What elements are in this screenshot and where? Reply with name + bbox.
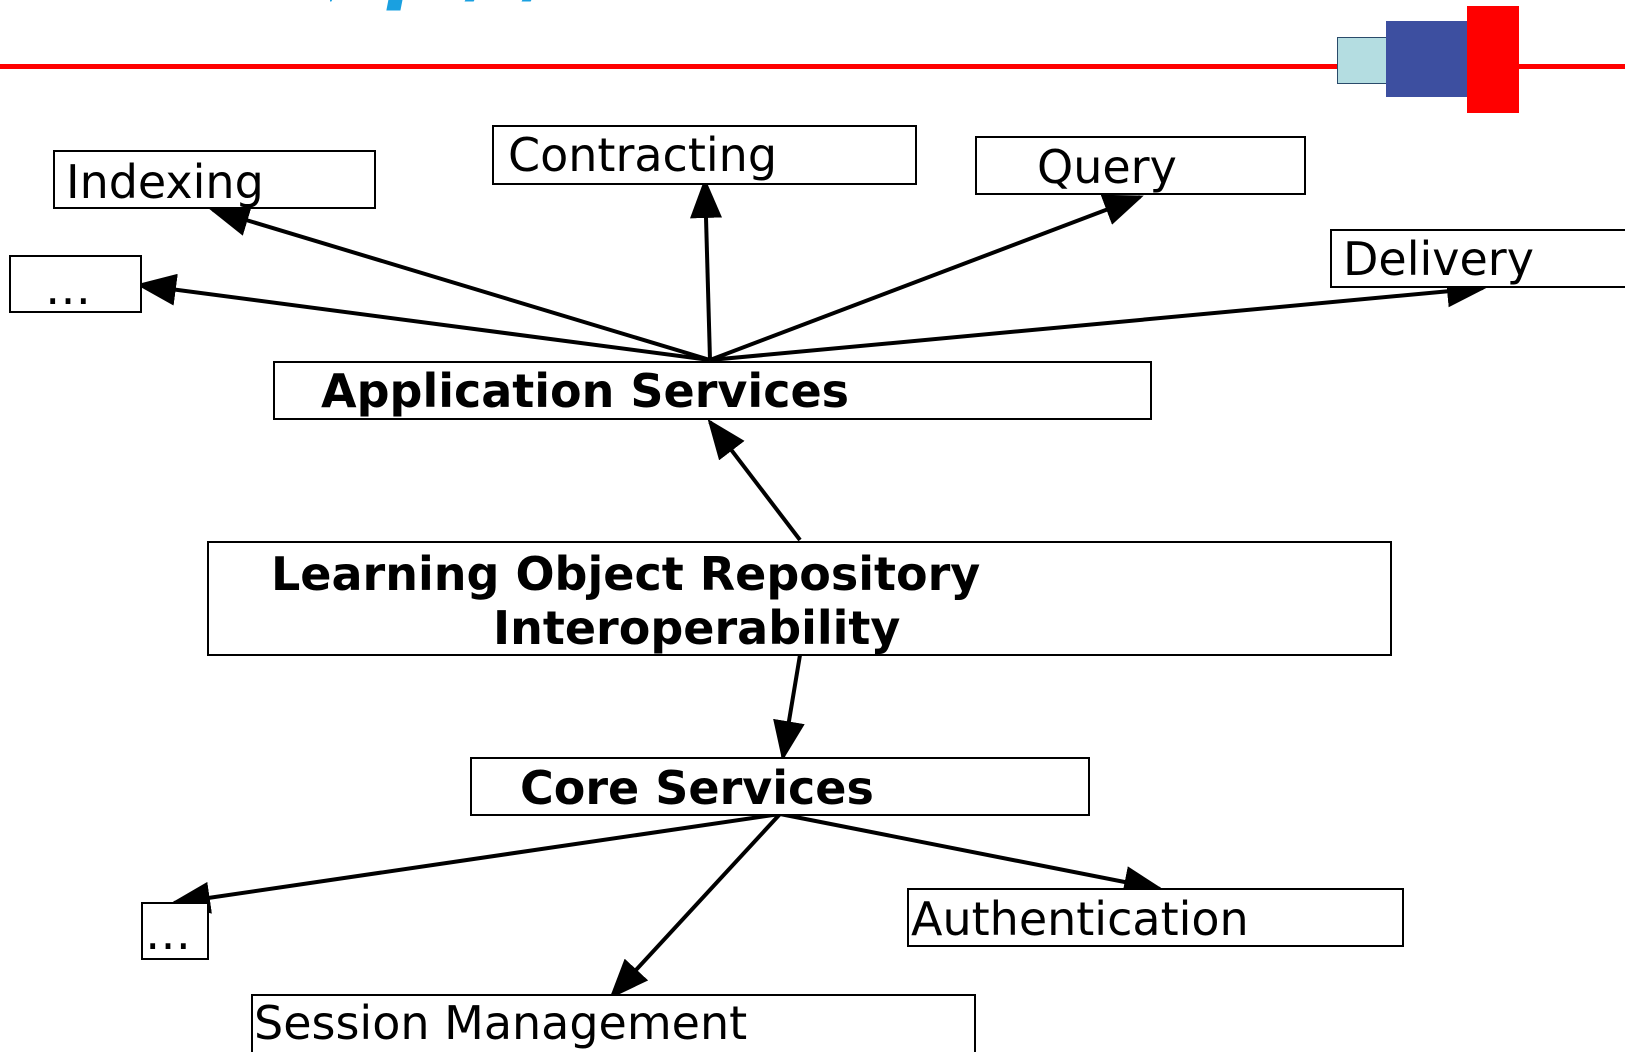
application-services-label: Application Services xyxy=(321,364,850,418)
arrow-to-more-core xyxy=(170,812,781,914)
indexing-label: Indexing xyxy=(66,155,264,209)
more-core-box: … xyxy=(141,902,209,960)
arrow-to-delivery xyxy=(709,275,1487,362)
arrow-to-authentication xyxy=(779,812,1164,898)
authentication-label: Authentication xyxy=(911,892,1249,946)
lor-interoperability-box: Learning Object Repository Interoperabil… xyxy=(207,541,1392,656)
more-application-label: … xyxy=(45,261,91,315)
delivery-label: Delivery xyxy=(1343,232,1534,286)
more-core-label: … xyxy=(145,906,191,960)
arrow-to-indexing xyxy=(209,205,711,362)
delivery-box: Delivery xyxy=(1330,229,1625,288)
query-label: Query xyxy=(1037,140,1177,194)
query-box: Query xyxy=(975,136,1306,195)
logo-block-blue xyxy=(1386,21,1468,97)
more-application-box: … xyxy=(9,255,142,313)
slide-title-fragment: / p / / xyxy=(330,0,1230,12)
header-rule xyxy=(0,64,1625,69)
lor-interoperability-line1: Learning Object Repository xyxy=(271,547,981,601)
authentication-box: Authentication xyxy=(907,888,1404,947)
contracting-label: Contracting xyxy=(508,128,778,182)
arrow-to-core-services xyxy=(773,654,805,761)
arrow-to-session-management xyxy=(609,812,782,999)
arrow-to-query xyxy=(709,194,1144,362)
session-management-label: Session Management xyxy=(254,996,748,1050)
core-services-box: Core Services xyxy=(470,757,1090,816)
arrow-to-application-services xyxy=(707,418,802,542)
arrow-to-contracting xyxy=(690,178,723,361)
logo-block-red xyxy=(1467,6,1519,113)
contracting-box: Contracting xyxy=(492,125,917,185)
session-management-box: Session Management xyxy=(251,994,976,1052)
arrow-to-more-application xyxy=(136,273,711,362)
indexing-box: Indexing xyxy=(53,150,376,209)
application-services-box: Application Services xyxy=(273,361,1152,420)
core-services-label: Core Services xyxy=(520,761,874,815)
lor-interoperability-line2: Interoperability xyxy=(493,601,901,655)
